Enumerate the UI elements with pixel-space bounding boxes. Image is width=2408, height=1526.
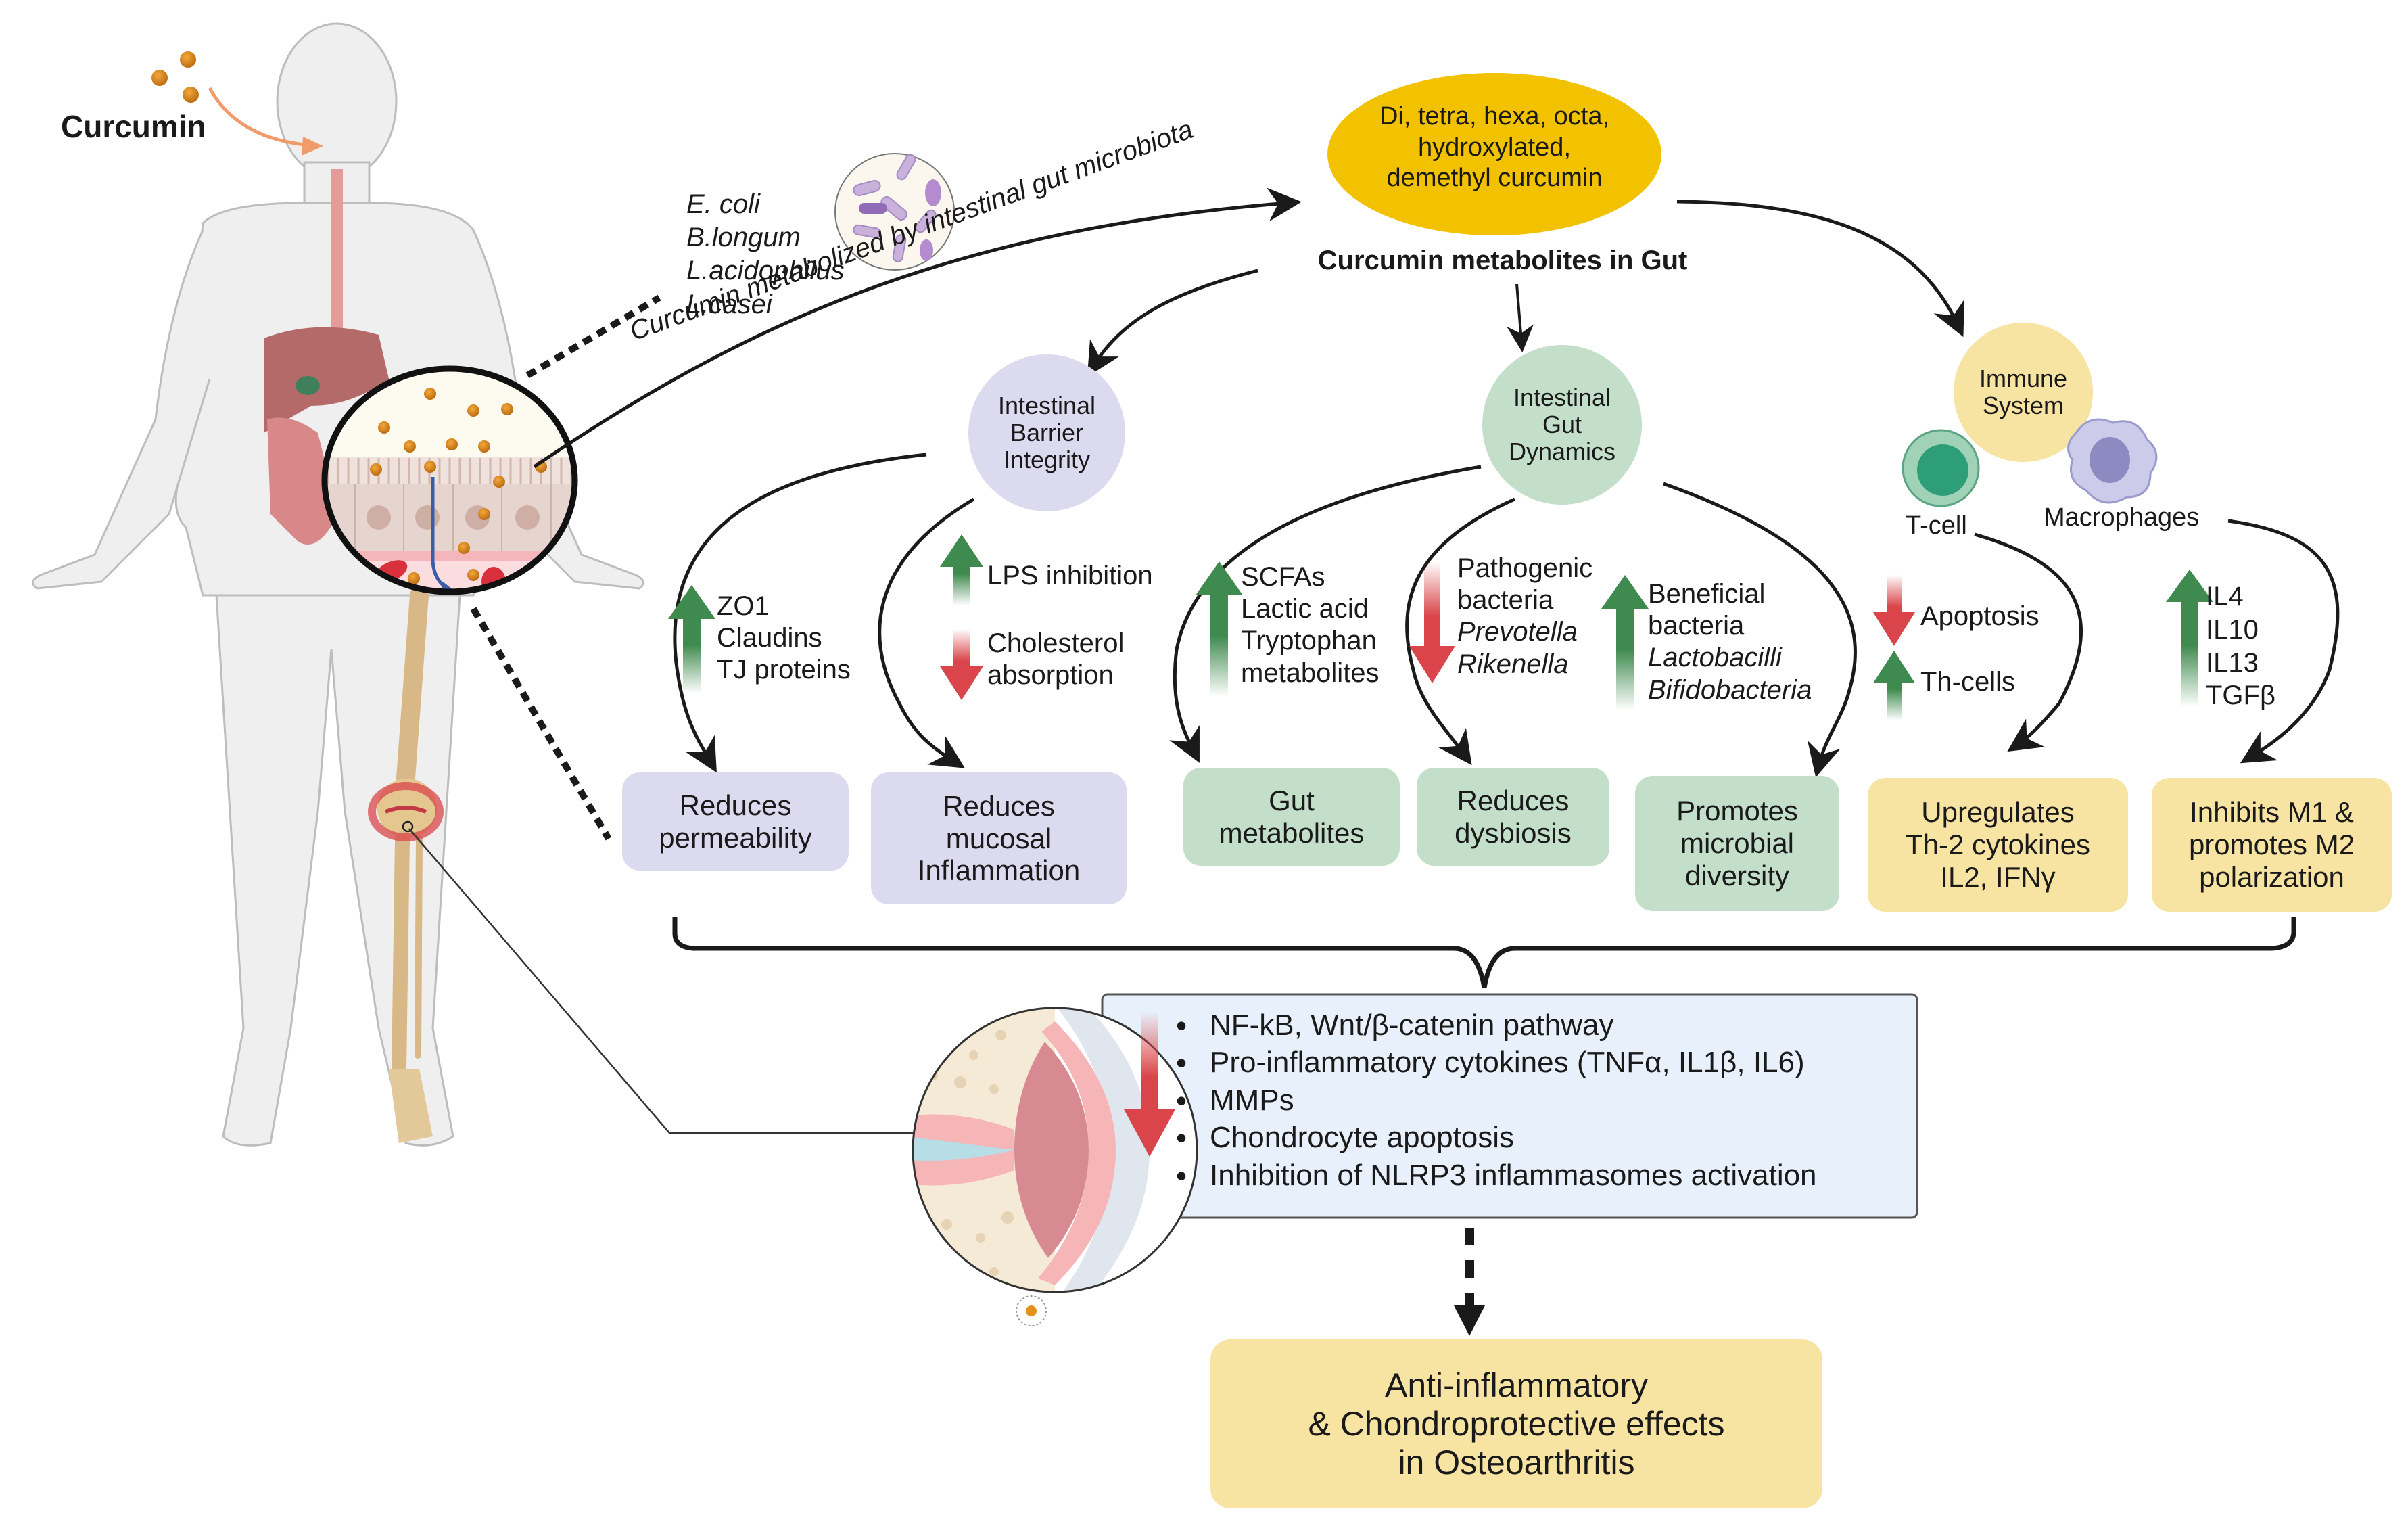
effect-th-cells: Th-cells — [1920, 667, 2016, 697]
node-line: Gut — [1542, 410, 1582, 438]
effect-pathogenic: Pathogenic bacteria Prevotella Rikenella — [1457, 553, 1593, 679]
final-outcome-line: in Osteoarthritis — [1398, 1443, 1635, 1481]
down-regulation-arrow — [1124, 1011, 1175, 1157]
metabolites-line: hydroxylated, — [1417, 133, 1571, 162]
intake-arrow — [208, 87, 312, 147]
nanoparticle-icon — [1016, 1295, 1047, 1326]
summary-brace — [672, 917, 2296, 988]
curcumin-particles-icon — [151, 51, 199, 103]
effect-beneficial: Beneficial bacteria Lactobacilli Bifidob… — [1648, 579, 1812, 705]
joint-effects-list: NF-kB, Wnt/β-catenin pathway Pro-inflamm… — [1173, 1007, 1817, 1196]
node-line: Intestinal — [1513, 383, 1611, 411]
effect-lps: LPS inhibition — [987, 561, 1153, 591]
joint-effect-item: Chondrocyte apoptosis — [1173, 1119, 1817, 1158]
node-line: Barrier — [1010, 418, 1084, 446]
effect-cholesterol: Cholesterol absorption — [987, 628, 1125, 691]
final-outcome-line: Anti-inflammatory — [1385, 1366, 1648, 1404]
curcumin-label: Curcumin — [61, 109, 206, 144]
macrophage-icon — [2067, 418, 2158, 504]
cartilage-joint-icon — [912, 1007, 1198, 1326]
microbe-species: L.acidophilus — [686, 256, 845, 286]
metabolites-node-shape — [1327, 73, 1661, 235]
node-line: System — [1982, 392, 2064, 419]
t-cell-icon — [1902, 429, 1980, 507]
gut-node: Intestinal Gut Dynamics — [1482, 345, 1642, 505]
microbe-species: L.casei — [686, 289, 772, 319]
human-body-icon — [32, 22, 644, 1147]
bacteria-petri-icon — [834, 153, 955, 271]
metabolites-node: Di, tetra, hexa, octa, hydroxylated, dem… — [1327, 101, 1661, 194]
metabolites-caption: Curcumin metabolites in Gut — [1317, 246, 1688, 275]
joint-effect-item: NF-kB, Wnt/β-catenin pathway — [1173, 1007, 1817, 1046]
microbe-species: E. coli — [686, 189, 760, 219]
immune-node: Immune System — [1954, 323, 2093, 462]
intestinal-epithelium-magnifier — [321, 365, 578, 595]
final-outcome-box: Anti-inflammatory & Chondroprotective ef… — [1210, 1339, 1822, 1508]
node-line: Dynamics — [1508, 438, 1616, 466]
metabolites-line: Di, tetra, hexa, octa, — [1379, 102, 1610, 131]
dotted-connector-microbes — [525, 294, 661, 379]
metabolism-arrow — [533, 187, 1302, 469]
joint-effect-item: Inhibition of NLRP3 inflammasomes activa… — [1173, 1157, 1817, 1196]
node-line: Intestinal — [997, 391, 1096, 419]
regulation-arrows — [668, 534, 2213, 720]
inflamed-knee-icon — [368, 782, 444, 841]
microbe-species: B.longum — [686, 223, 801, 253]
metabolites-line: demethyl curcumin — [1386, 164, 1603, 193]
t-cell-label: T-cell — [1906, 511, 1967, 540]
immune-node-shape — [1954, 323, 2093, 462]
microbe-species-list: E. coli B.longum L.acidophilus L.casei — [686, 188, 845, 321]
effect-metabolites: SCFAs Lactic acid Tryptophan metabolites — [1241, 562, 1379, 688]
joint-effect-item: MMPs — [1173, 1082, 1817, 1121]
macrophages-label: Macrophages — [2044, 503, 2200, 532]
effect-tight-junctions: ZO1 Claudins TJ proteins — [717, 591, 851, 685]
effect-interleukins: IL4 IL10 IL13 TGFβ — [2206, 582, 2275, 711]
barrier-node-shape — [968, 354, 1125, 511]
gut-node-shape — [1482, 345, 1642, 505]
node-line: Immune — [1979, 364, 2068, 392]
dotted-connector-barrier-outcome — [470, 607, 612, 841]
effect-apoptosis: Apoptosis — [1920, 601, 2039, 631]
barrier-node: Intestinal Barrier Integrity — [968, 354, 1125, 511]
joint-effect-item: Pro-inflammatory cytokines (TNFα, IL1β, … — [1173, 1044, 1817, 1083]
final-outcome-line: & Chondroprotective effects — [1308, 1404, 1725, 1443]
node-line: Integrity — [1003, 446, 1091, 474]
